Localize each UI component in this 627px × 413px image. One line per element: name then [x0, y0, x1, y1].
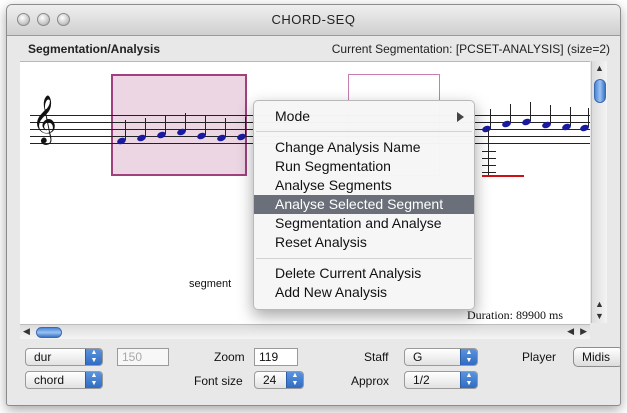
scroll-left-arrow-icon[interactable]: ◀ — [23, 326, 30, 336]
horizontal-scroll-thumb[interactable] — [36, 327, 62, 338]
stepper-arrows-icon: ▲▼ — [286, 372, 303, 388]
zoom-field[interactable]: 119 — [254, 348, 298, 366]
horizontal-scrollbar[interactable]: ◀ ◀ ▶ — [20, 324, 590, 339]
chord-seq-window: CHORD-SEQ Segmentation/Analysis Current … — [6, 4, 621, 406]
dur-value-field[interactable]: 150 — [117, 348, 169, 366]
title-bar: CHORD-SEQ — [7, 5, 620, 36]
scroll-down-arrow-icon[interactable]: ▼ — [595, 311, 604, 321]
font-size-select-value: 24 — [263, 373, 277, 387]
dur-select[interactable]: dur ▲▼ — [25, 348, 103, 366]
stepper-arrows-icon: ▲▼ — [85, 349, 102, 365]
staff-select[interactable]: G ▲▼ — [404, 348, 478, 366]
staff-select-value: G — [413, 350, 423, 364]
submenu-arrow-icon — [457, 112, 464, 122]
menu-separator — [256, 131, 472, 132]
duration-label: Duration: 89900 ms — [467, 308, 563, 322]
vertical-scrollbar[interactable]: ▲ ▲ ▼ — [591, 61, 607, 323]
approx-label: Approx — [351, 374, 390, 388]
menu-item-run-segmentation[interactable]: Run Segmentation — [275, 158, 391, 174]
menu-item-label: Mode — [275, 108, 311, 124]
stepper-arrows-icon: ▲▼ — [460, 372, 477, 388]
context-menu: Mode Change Analysis Name Run Segmentati… — [253, 100, 475, 310]
approx-select[interactable]: 1/2 ▲▼ — [404, 371, 478, 389]
font-size-select[interactable]: 24 ▲▼ — [254, 371, 304, 389]
menu-item-change-analysis-name[interactable]: Change Analysis Name — [275, 139, 421, 155]
segmentation-header: Segmentation/Analysis Current Segmentati… — [20, 38, 616, 60]
close-window-button[interactable] — [17, 13, 30, 26]
window-title: CHORD-SEQ — [271, 12, 356, 27]
menu-item-segmentation-and-analyse[interactable]: Segmentation and Analyse — [275, 215, 442, 231]
menu-item-add-new-analysis[interactable]: Add New Analysis — [275, 284, 388, 300]
approx-select-value: 1/2 — [413, 373, 430, 387]
treble-clef-icon: 𝄞 — [32, 94, 57, 143]
stepper-arrows-icon: ▲▼ — [460, 349, 477, 365]
player-select[interactable]: Midis — [573, 347, 620, 367]
segment-box-selected[interactable] — [111, 74, 247, 176]
scroll-right-arrow-icon[interactable]: ▶ — [580, 326, 587, 336]
chord-select-value: chord — [34, 373, 65, 387]
chord-select[interactable]: chord ▲▼ — [25, 371, 103, 389]
menu-item-analyse-selected-segment[interactable]: Analyse Selected Segment — [254, 195, 474, 214]
staff-label: Staff — [364, 350, 389, 364]
zoom-window-button[interactable] — [57, 13, 70, 26]
current-segmentation-label: Current Segmentation: [PCSET-ANALYSIS] (… — [331, 42, 610, 56]
menu-item-analyse-segments[interactable]: Analyse Segments — [275, 177, 392, 193]
player-label: Player — [522, 350, 557, 364]
panel-title: Segmentation/Analysis — [28, 42, 161, 56]
menu-item-mode[interactable]: Mode — [254, 107, 474, 126]
segment-label: segment — [189, 278, 232, 290]
playhead-marker — [482, 175, 524, 177]
zoom-label: Zoom — [214, 350, 245, 364]
menu-item-delete-current-analysis[interactable]: Delete Current Analysis — [275, 265, 422, 281]
scroll-up-arrow-icon[interactable]: ▲ — [595, 63, 604, 73]
scroll-left-arrow-icon[interactable]: ◀ — [567, 326, 574, 336]
stepper-arrows-icon: ▲▼ — [85, 372, 102, 388]
menu-separator — [256, 258, 472, 259]
menu-item-reset-analysis[interactable]: Reset Analysis — [275, 234, 367, 250]
scroll-up-arrow-icon[interactable]: ▲ — [595, 299, 604, 309]
vertical-scroll-thumb[interactable] — [594, 79, 606, 103]
dur-select-value: dur — [34, 350, 52, 364]
minimize-window-button[interactable] — [37, 13, 50, 26]
font-size-label: Font size — [194, 374, 243, 388]
